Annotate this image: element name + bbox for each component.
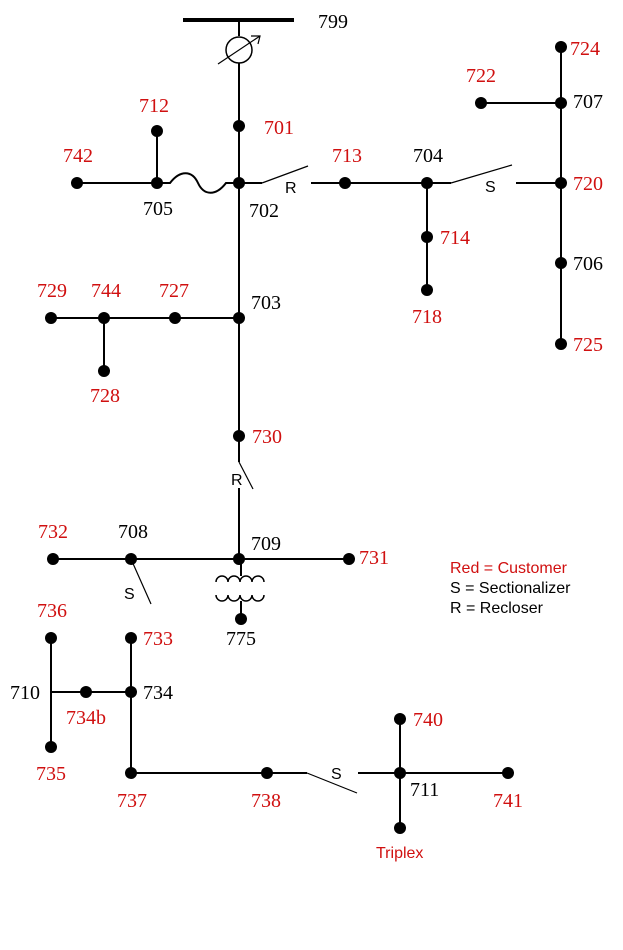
transformer-symbol xyxy=(215,575,265,602)
label-738: 738 xyxy=(251,790,281,812)
node-734b[interactable] xyxy=(80,686,92,698)
node-775[interactable] xyxy=(235,613,247,625)
label-734b: 734b xyxy=(66,707,106,729)
label-722: 722 xyxy=(466,65,496,87)
label-730: 730 xyxy=(252,426,282,448)
node-742[interactable] xyxy=(71,177,83,189)
label-713: 713 xyxy=(332,145,362,167)
label-707: 707 xyxy=(573,91,603,113)
label-701: 701 xyxy=(264,117,294,139)
label-718: 718 xyxy=(412,306,442,328)
label-725: 725 xyxy=(573,334,603,356)
label-732: 732 xyxy=(38,521,68,543)
label-775: 775 xyxy=(226,628,256,650)
node-711[interactable] xyxy=(394,767,406,779)
recloser-2-label: R xyxy=(231,472,243,489)
node-732[interactable] xyxy=(47,553,59,565)
regulator-arrow xyxy=(217,35,261,65)
label-703: 703 xyxy=(251,292,281,314)
label-711: 711 xyxy=(410,779,439,801)
node-722[interactable] xyxy=(475,97,487,109)
label-727: 727 xyxy=(159,280,189,302)
label-737: 737 xyxy=(117,790,147,812)
label-729: 729 xyxy=(37,280,67,302)
sectionalizer-3-label: S xyxy=(331,766,342,783)
node-733[interactable] xyxy=(125,632,137,644)
node-734[interactable] xyxy=(125,686,137,698)
node-703[interactable] xyxy=(233,312,245,324)
label-706: 706 xyxy=(573,253,603,275)
node-725[interactable] xyxy=(555,338,567,350)
sectionalizer-2-label: S xyxy=(124,586,135,603)
node-730[interactable] xyxy=(233,430,245,442)
fuse-symbol xyxy=(157,172,239,194)
node-731[interactable] xyxy=(343,553,355,565)
node-713[interactable] xyxy=(339,177,351,189)
node-707[interactable] xyxy=(555,97,567,109)
label-735: 735 xyxy=(36,763,66,785)
legend-customer: Red = Customer xyxy=(450,560,568,577)
node-737[interactable] xyxy=(125,767,137,779)
node-712[interactable] xyxy=(151,125,163,137)
sectionalizer-2-blade xyxy=(130,558,152,605)
node-720[interactable] xyxy=(555,177,567,189)
label-728: 728 xyxy=(90,385,120,407)
label-724: 724 xyxy=(570,38,600,60)
label-736: 736 xyxy=(37,600,67,622)
label-740: 740 xyxy=(413,709,443,731)
label-714: 714 xyxy=(440,227,470,249)
node-741[interactable] xyxy=(502,767,514,779)
node-727[interactable] xyxy=(169,312,181,324)
label-triplex: Triplex xyxy=(376,845,423,862)
node-724[interactable] xyxy=(555,41,567,53)
node-706[interactable] xyxy=(555,257,567,269)
node-705[interactable] xyxy=(151,177,163,189)
label-710: 710 xyxy=(10,682,40,704)
node-704[interactable] xyxy=(421,177,433,189)
label-702: 702 xyxy=(249,200,279,222)
node-735[interactable] xyxy=(45,741,57,753)
node-728[interactable] xyxy=(98,365,110,377)
regulator-arrowhead xyxy=(251,35,261,45)
node-740[interactable] xyxy=(394,713,406,725)
node-708[interactable] xyxy=(125,553,137,565)
node-736[interactable] xyxy=(45,632,57,644)
node-triplex[interactable] xyxy=(394,822,406,834)
node-714[interactable] xyxy=(421,231,433,243)
recloser-2-blade xyxy=(238,461,254,490)
label-734: 734 xyxy=(143,682,173,704)
label-799: 799 xyxy=(318,11,348,33)
label-741: 741 xyxy=(493,790,523,812)
nodes xyxy=(45,41,567,834)
label-704: 704 xyxy=(413,145,443,167)
label-731: 731 xyxy=(359,547,389,569)
sectionalizer-3-blade xyxy=(306,772,358,794)
label-709: 709 xyxy=(251,533,281,555)
label-712: 712 xyxy=(139,95,169,117)
label-733: 733 xyxy=(143,628,173,650)
node-702[interactable] xyxy=(233,177,245,189)
label-705: 705 xyxy=(143,198,173,220)
node-709[interactable] xyxy=(233,553,245,565)
label-708: 708 xyxy=(118,521,148,543)
recloser-1-label: R xyxy=(285,180,297,197)
node-729[interactable] xyxy=(45,312,57,324)
node-744[interactable] xyxy=(98,312,110,324)
sectionalizer-1-blade xyxy=(450,164,513,184)
node-738[interactable] xyxy=(261,767,273,779)
label-720: 720 xyxy=(573,173,603,195)
sectionalizer-1-label: S xyxy=(485,179,496,196)
label-744: 744 xyxy=(91,280,121,302)
label-742: 742 xyxy=(63,145,93,167)
recloser-1-blade xyxy=(261,165,309,184)
legend: Red = Customer S = Sectionalizer R = Rec… xyxy=(450,560,571,617)
node-718[interactable] xyxy=(421,284,433,296)
legend-recloser: R = Recloser xyxy=(450,600,544,617)
legend-sectionalizer: S = Sectionalizer xyxy=(450,580,571,597)
node-701[interactable] xyxy=(233,120,245,132)
